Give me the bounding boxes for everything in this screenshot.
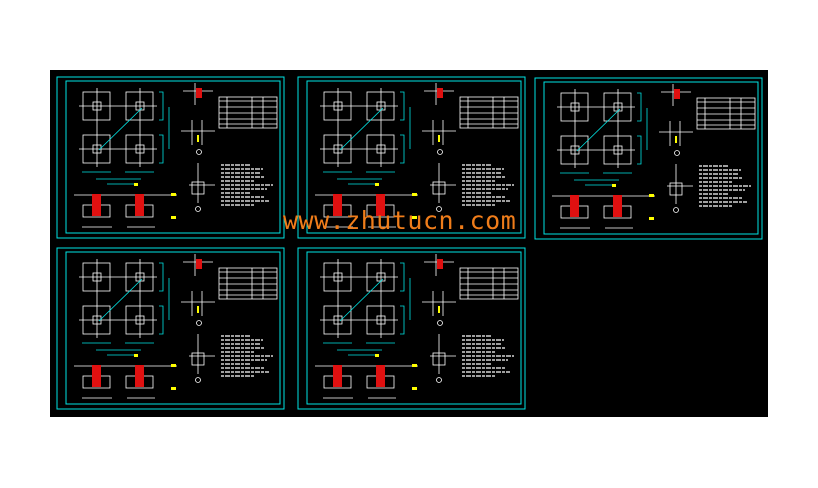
drawing-sheet-3[interactable] <box>533 76 768 241</box>
foundation-plan-drawing <box>55 75 290 240</box>
foundation-plan-drawing <box>55 246 290 411</box>
watermark: www.zhutucn.com <box>283 206 517 235</box>
cad-model-space <box>50 70 768 417</box>
drawing-sheet-4[interactable] <box>55 246 290 411</box>
drawing-sheet-1[interactable] <box>55 75 290 240</box>
drawing-sheet-5[interactable] <box>296 246 531 411</box>
foundation-plan-drawing <box>533 76 768 241</box>
foundation-plan-drawing <box>296 246 531 411</box>
